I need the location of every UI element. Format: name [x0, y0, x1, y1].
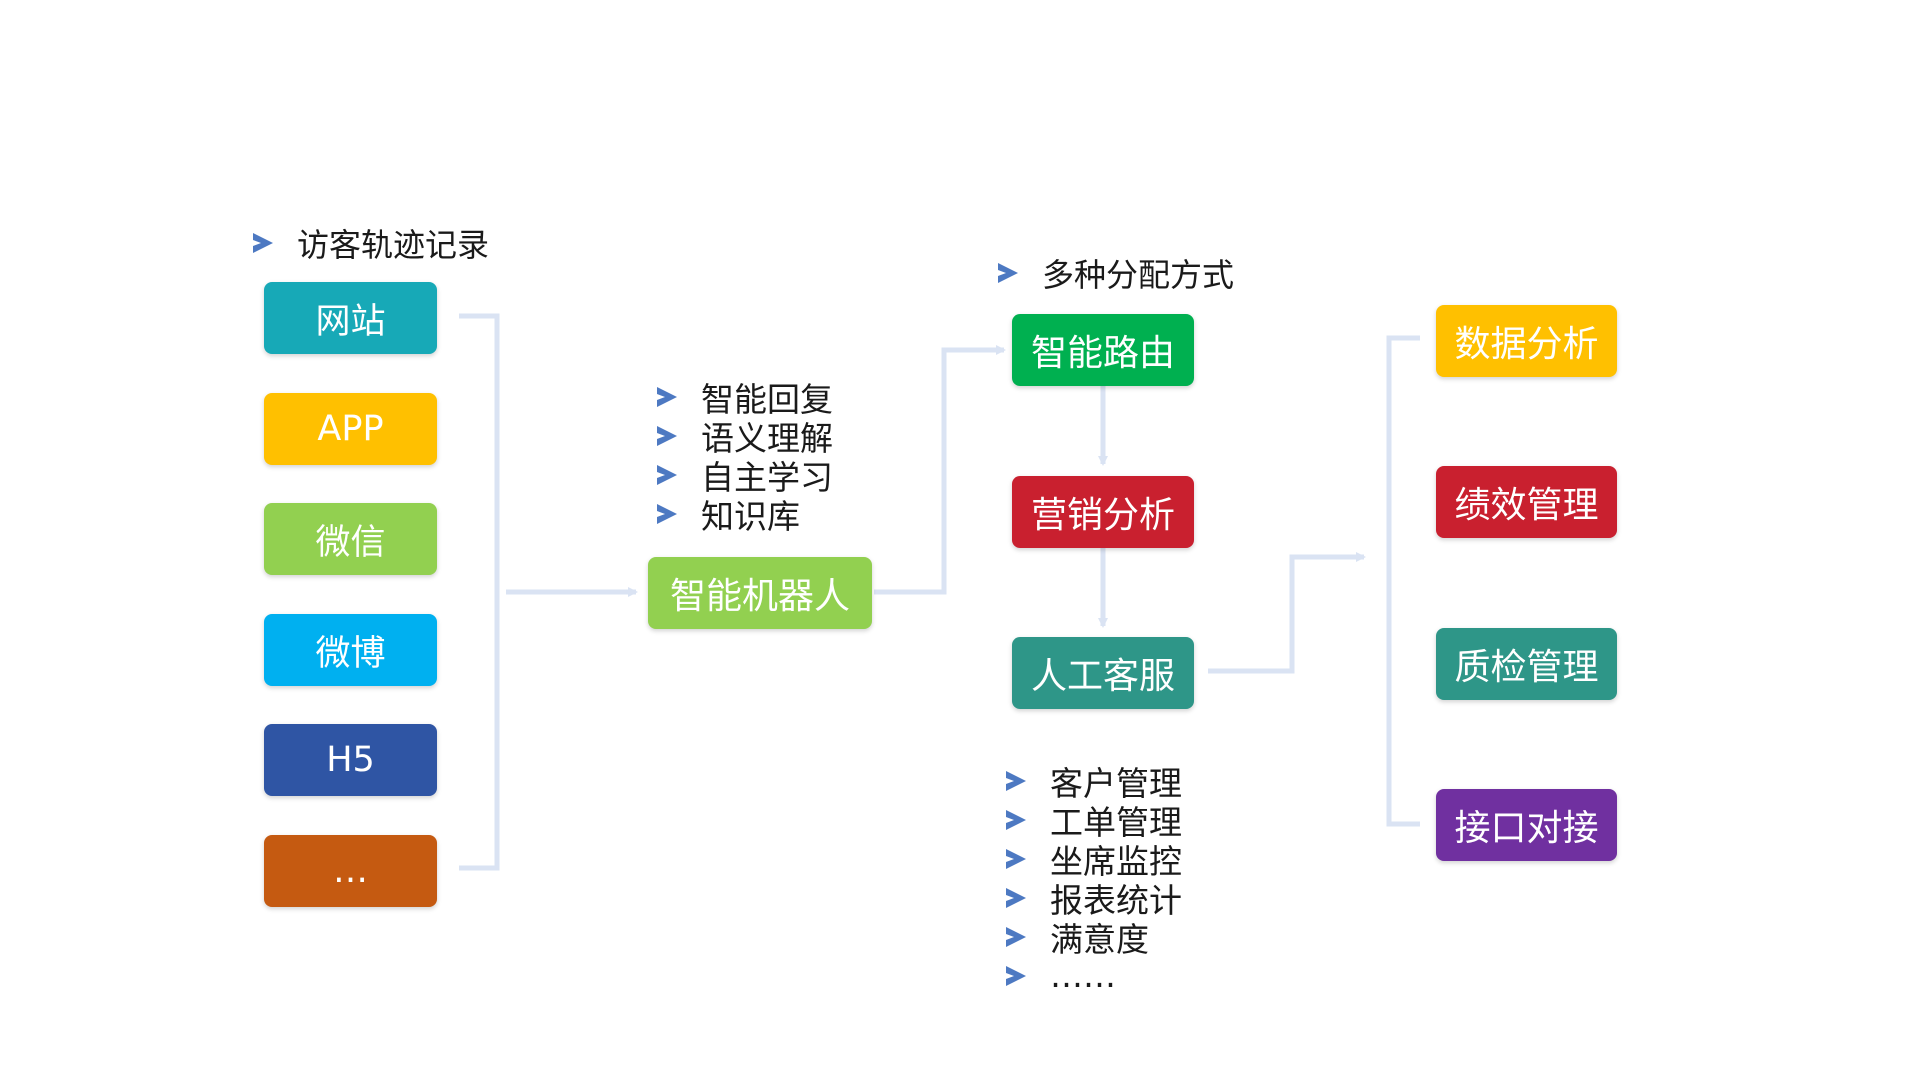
list-item: 语义理解 — [657, 416, 833, 458]
source-app: APP — [264, 393, 437, 465]
source-website: 网站 — [264, 282, 437, 354]
arrow-bullet-icon — [657, 464, 677, 485]
list-item: 智能回复 — [657, 377, 833, 419]
robot-to-routing-connector — [874, 345, 1006, 595]
arrow-bullet-icon — [1006, 809, 1026, 830]
smart-robot-label: 智能机器人 — [669, 576, 850, 617]
source-h5: H5 — [264, 724, 437, 796]
list-item: 工单管理 — [1006, 800, 1182, 842]
visitor-track-text: 访客轨迹记录 — [297, 226, 490, 264]
list-item: 自主学习 — [657, 455, 833, 497]
list-item: 满意度 — [1006, 917, 1182, 959]
source-more: … — [264, 835, 437, 907]
arrow-bullet-icon — [1006, 848, 1026, 869]
data-analysis-box: 数据分析 — [1436, 305, 1617, 377]
distribution-header: 多种分配方式 — [998, 254, 1234, 294]
output-label: 质检管理 — [1454, 647, 1599, 688]
source-weibo: 微博 — [264, 614, 437, 686]
output-bracket-connector — [1386, 335, 1420, 827]
visitor-track-header: 访客轨迹记录 — [253, 224, 489, 264]
source-label: … — [333, 851, 368, 891]
arrow-bullet-icon — [1006, 887, 1026, 908]
routing-label: 人工客服 — [1030, 656, 1175, 697]
list-item: 知识库 — [657, 494, 833, 536]
arrow-bullet-icon — [1006, 770, 1026, 791]
agent-to-outputs-connector — [1208, 552, 1366, 674]
api-integration-box: 接口对接 — [1436, 789, 1617, 861]
marketing-analysis-box: 营销分析 — [1012, 476, 1194, 548]
list-item: 客户管理 — [1006, 761, 1182, 803]
human-agent-box: 人工客服 — [1012, 637, 1194, 709]
agent-feature-list: 客户管理 工单管理 坐席监控 报表统计 满意度 …… — [1006, 761, 1182, 995]
source-bracket-connector — [459, 313, 500, 871]
source-wechat: 微信 — [264, 503, 437, 575]
arrow-bullet-icon — [657, 386, 677, 407]
routing-label: 营销分析 — [1030, 495, 1175, 536]
source-label: 网站 — [315, 301, 386, 342]
arrow-bullet-icon — [657, 503, 677, 524]
output-label: 接口对接 — [1454, 808, 1599, 849]
arrow-bullet-icon — [1006, 926, 1026, 947]
list-item: 报表统计 — [1006, 878, 1182, 920]
source-label: H5 — [326, 740, 375, 780]
output-label: 数据分析 — [1454, 324, 1599, 365]
source-label: 微信 — [315, 522, 386, 563]
list-item: …… — [1006, 956, 1182, 995]
smart-robot-box: 智能机器人 — [648, 557, 872, 629]
smart-routing-box: 智能路由 — [1012, 314, 1194, 386]
arrow-bullet-icon — [657, 425, 677, 446]
distribution-text: 多种分配方式 — [1042, 256, 1235, 294]
arrow-bullet-icon — [1006, 965, 1026, 986]
routing-label: 智能路由 — [1030, 333, 1175, 374]
list-item: 坐席监控 — [1006, 839, 1182, 881]
arrow-bullet-icon — [253, 233, 273, 253]
output-label: 绩效管理 — [1454, 485, 1599, 526]
quality-inspection-box: 质检管理 — [1436, 628, 1617, 700]
source-label: APP — [317, 409, 384, 449]
robot-feature-list: 智能回复 语义理解 自主学习 知识库 — [657, 377, 833, 536]
arrow-bullet-icon — [998, 263, 1018, 283]
performance-management-box: 绩效管理 — [1436, 466, 1617, 538]
source-label: 微博 — [315, 633, 386, 674]
